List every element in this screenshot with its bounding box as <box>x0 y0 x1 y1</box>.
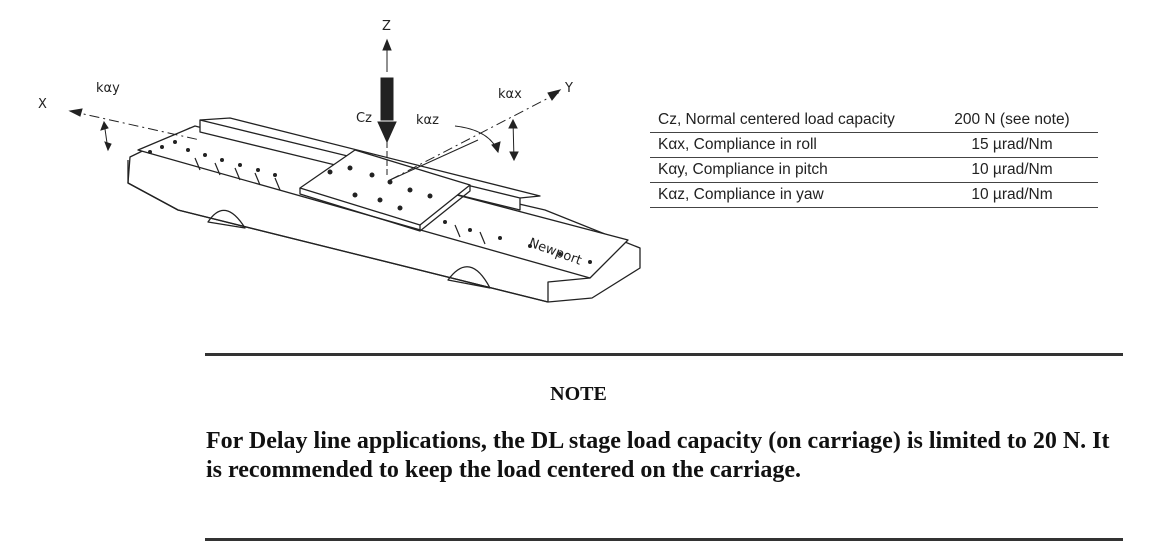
table-row: Kαz, Compliance in yaw 10 µrad/Nm <box>650 182 1098 208</box>
note-body: For Delay line applications, the DL stag… <box>206 428 1110 483</box>
spec-value: 200 N (see note) <box>924 108 1098 133</box>
y-axis <box>389 91 561 181</box>
spec-label: Kαz, Compliance in yaw <box>650 182 924 208</box>
spec-label: Kαx, Compliance in roll <box>650 132 924 158</box>
spec-value: 15 µrad/Nm <box>924 132 1098 158</box>
y-axis-label: Y <box>564 81 573 96</box>
kaz-label: kαz <box>416 113 439 128</box>
z-axis-label: Z <box>382 19 391 34</box>
stage-drawing: X kαy Z Cz kαz kαx Y Newport <box>38 19 641 303</box>
cz-label: Cz <box>356 111 372 126</box>
spec-value: 10 µrad/Nm <box>924 157 1098 183</box>
spec-label: Kαy, Compliance in pitch <box>650 157 924 183</box>
stage-diagram: X kαy Z Cz kαz kαx Y Newport <box>0 0 660 330</box>
x-axis <box>69 110 201 141</box>
table-row: Kαx, Compliance in roll 15 µrad/Nm <box>650 132 1098 158</box>
arch-right <box>447 266 491 289</box>
kay-label: kαy <box>96 81 120 96</box>
arch-left <box>207 209 246 229</box>
spec-value: 10 µrad/Nm <box>924 182 1098 208</box>
x-axis-label: X <box>38 97 47 112</box>
note-top-divider <box>205 353 1123 356</box>
note-title: NOTE <box>550 383 607 405</box>
note-bottom-divider <box>205 538 1123 541</box>
spec-label: Cz, Normal centered load capacity <box>650 108 924 133</box>
table-row: Cz, Normal centered load capacity 200 N … <box>650 108 1098 133</box>
load-capacity-table: Cz, Normal centered load capacity 200 N … <box>650 108 1098 208</box>
kax-label: kαx <box>498 87 522 102</box>
table-row: Kαy, Compliance in pitch 10 µrad/Nm <box>650 157 1098 183</box>
